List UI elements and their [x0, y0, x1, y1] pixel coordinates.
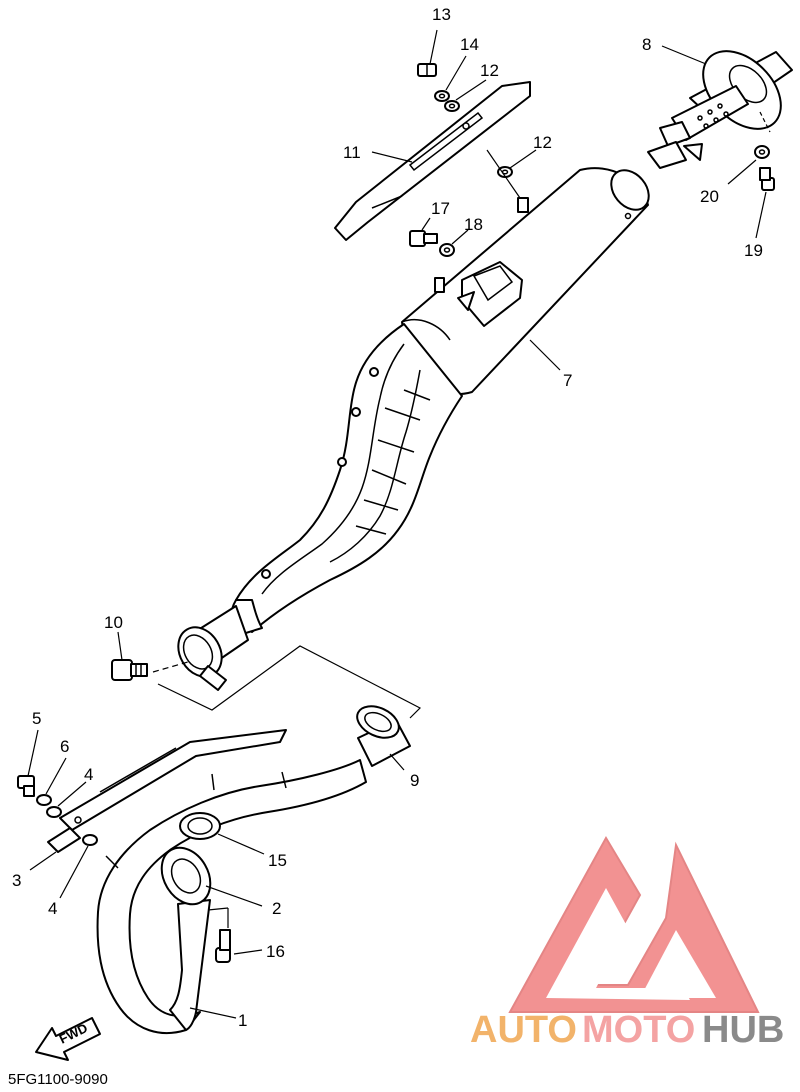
washer-12a [444, 100, 460, 112]
washer-6 [36, 794, 52, 806]
callout-1: 1 [238, 1011, 247, 1030]
callout-19: 19 [744, 241, 763, 260]
callout-18: 18 [464, 215, 483, 234]
watermark-logo [508, 835, 760, 1013]
callout-15: 15 [268, 851, 287, 870]
callout-13: 13 [432, 5, 451, 24]
callout-6: 6 [60, 737, 69, 756]
watermark-moto: MOTO [582, 1009, 695, 1051]
callout-4b: 4 [48, 899, 57, 918]
callout-5: 5 [32, 709, 41, 728]
callout-11: 11 [343, 143, 361, 162]
muffler [401, 167, 650, 396]
bolt-16 [215, 929, 231, 963]
washer-14 [434, 90, 450, 102]
gasket-15 [179, 812, 221, 840]
watermark-auto: AUTO [470, 1009, 577, 1051]
bolt-10 [111, 659, 148, 681]
callout-9: 9 [410, 771, 419, 790]
callout-12a: 12 [480, 61, 499, 80]
bolt-5 [17, 775, 35, 797]
clamp-strap [334, 81, 531, 241]
assembly-frame [157, 645, 422, 719]
washer-4b [82, 834, 98, 846]
tail-end [647, 50, 793, 169]
callout-14: 14 [460, 35, 479, 54]
washer-18 [439, 243, 455, 257]
washer-4a [46, 806, 62, 818]
watermark-word: AUTO MOTO HUB [470, 1009, 784, 1051]
front-pipe [96, 759, 367, 1034]
callout-2: 2 [272, 899, 281, 918]
leader-lines [27, 29, 767, 1019]
gasket-9 [356, 705, 411, 767]
exhaust-tube [235, 323, 463, 633]
pipe-joint [177, 599, 263, 691]
watermark-hub: HUB [702, 1009, 784, 1051]
bolt-13 [417, 63, 437, 77]
front-strap [47, 729, 287, 853]
bolt-17 [409, 230, 438, 247]
callout-7: 7 [563, 371, 572, 390]
callout-4a: 4 [84, 765, 93, 784]
callout-3: 3 [12, 871, 21, 890]
washer-20 [754, 145, 770, 159]
callout-17: 17 [431, 199, 450, 218]
part-code: 5FG1100-9090 [8, 1071, 108, 1088]
fwd-arrow-icon: FWD [35, 1017, 101, 1061]
bolt-19 [759, 167, 775, 191]
callouts: 13 14 12 11 12 17 18 7 8 20 19 10 9 5 6 … [12, 5, 763, 1030]
callout-20: 20 [700, 187, 719, 206]
callout-8: 8 [642, 35, 651, 54]
callout-16: 16 [266, 942, 285, 961]
callout-10: 10 [104, 613, 123, 632]
callout-12b: 12 [533, 133, 552, 152]
